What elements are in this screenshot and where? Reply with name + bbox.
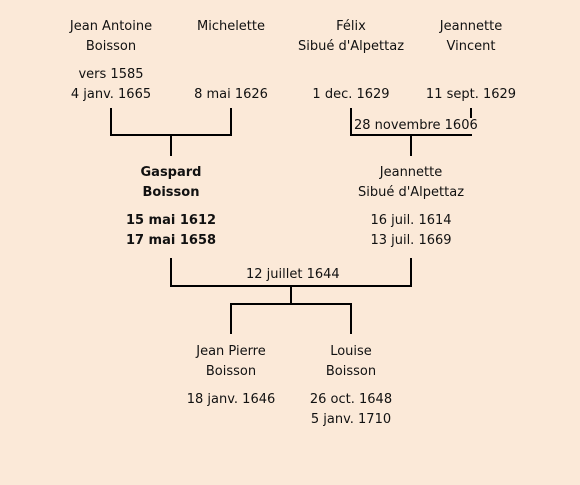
person-death-date: 11 sept. 1629: [425, 87, 517, 102]
person-felix-sibue: Félix Sibué d'Alpettaz 1 dec. 1629: [291, 17, 411, 105]
parents-bracket-boisson: [110, 108, 232, 136]
person-gaspard-boisson: Gaspard Boisson 15 mai 1612 17 mai 1658: [111, 163, 231, 251]
person-name: Jeannette: [379, 165, 443, 180]
person-jeannette-vincent: Jeannette Vincent 11 sept. 1629: [411, 17, 531, 105]
person-birth-date: 18 janv. 1646: [186, 392, 276, 407]
person-name: Félix: [336, 19, 366, 34]
person-name: Jean Pierre: [196, 344, 266, 359]
person-surname: Sibué d'Alpettaz: [357, 185, 465, 200]
person-name: Jean Antoine: [69, 19, 153, 34]
person-surname: Boisson: [142, 185, 200, 200]
person-birth-date: 26 oct. 1648: [309, 392, 393, 407]
person-name: Gaspard: [140, 165, 202, 180]
person-surname: Vincent: [446, 39, 496, 54]
person-death-date: 5 janv. 1710: [310, 412, 392, 427]
person-name: Michelette: [196, 19, 265, 34]
person-louise-boisson: Louise Boisson 26 oct. 1648 5 janv. 1710: [291, 342, 411, 430]
person-death-date: 4 janv. 1665: [70, 87, 152, 102]
marriage-date-gaspard-jeannette: 12 juillet 1644: [244, 267, 342, 283]
person-birth-date: vers 1585: [78, 67, 144, 82]
person-surname: Boisson: [205, 364, 257, 379]
marriage-date-felix-jeannette: 28 novembre 1606: [352, 118, 480, 134]
person-death-date: 1 dec. 1629: [312, 87, 390, 102]
person-birth-date: 15 mai 1612: [125, 213, 217, 228]
person-jeannette-sibue: Jeannette Sibué d'Alpettaz 16 juil. 1614…: [341, 163, 481, 251]
person-birth-date: 16 juil. 1614: [370, 213, 452, 228]
person-jean-antoine-boisson: Jean Antoine Boisson vers 1585 4 janv. 1…: [51, 17, 171, 105]
person-death-date: 17 mai 1658: [125, 233, 217, 248]
person-death-date: 8 mai 1626: [194, 87, 268, 102]
person-michelette: Michelette 8 mai 1626: [171, 17, 291, 105]
person-death-date: 13 juil. 1669: [370, 233, 452, 248]
person-surname: Sibué d'Alpettaz: [297, 39, 405, 54]
children-bracket: [230, 303, 352, 334]
person-surname: Boisson: [325, 364, 377, 379]
person-surname: Boisson: [85, 39, 137, 54]
person-name: Jeannette: [439, 19, 503, 34]
person-jean-pierre-boisson: Jean Pierre Boisson 18 janv. 1646: [171, 342, 291, 410]
person-name: Louise: [330, 344, 372, 359]
